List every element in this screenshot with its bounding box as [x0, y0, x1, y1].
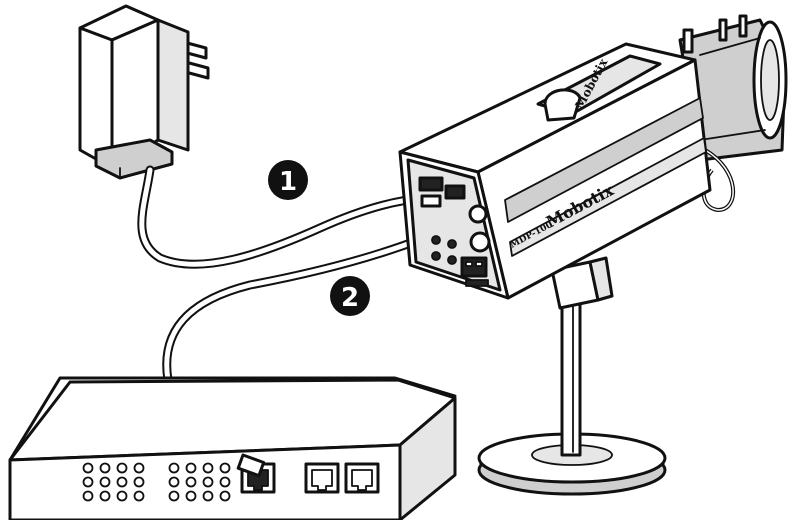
callout-badge-2: 2	[330, 276, 370, 316]
camera-rear-panel	[418, 176, 491, 287]
hub-led-dot	[116, 490, 128, 502]
rj45-port-icon	[344, 462, 380, 494]
hub-led-dot	[219, 462, 231, 474]
hub-led-dot	[202, 490, 214, 502]
network-switch-icon	[8, 376, 457, 520]
hub-led-dot	[168, 490, 180, 502]
hub-led-dot	[168, 476, 180, 488]
rj45-port-icon	[304, 462, 340, 494]
hub-led-dot	[99, 462, 111, 474]
hub-led-dot	[202, 462, 214, 474]
callout-badge-1: 1	[268, 160, 308, 200]
camera-stand-icon	[477, 256, 667, 496]
hub-led-dot	[82, 462, 94, 474]
hub-led-dot	[133, 476, 145, 488]
hub-led-dot	[99, 476, 111, 488]
hub-led-dot	[116, 462, 128, 474]
hub-led-dot	[133, 490, 145, 502]
power-adapter-icon	[78, 4, 210, 180]
hub-led-dot	[168, 462, 180, 474]
callout-label-2: 2	[341, 283, 359, 313]
hub-led-dot	[219, 476, 231, 488]
hub-led-dot	[82, 476, 94, 488]
hub-led-dot	[116, 476, 128, 488]
ip-camera-icon: Mobotix MDP-100 Mobotix	[398, 14, 788, 300]
hub-led-dot	[219, 490, 231, 502]
hub-led-dot	[82, 490, 94, 502]
hub-led-dot	[185, 476, 197, 488]
hub-led-dot	[202, 476, 214, 488]
hub-led-grid	[82, 462, 231, 502]
callout-label-1: 1	[279, 167, 297, 197]
power-cable	[137, 165, 430, 269]
hub-led-dot	[133, 462, 145, 474]
hub-led-dot	[185, 462, 197, 474]
hub-led-dot	[185, 490, 197, 502]
hub-led-dot	[99, 490, 111, 502]
